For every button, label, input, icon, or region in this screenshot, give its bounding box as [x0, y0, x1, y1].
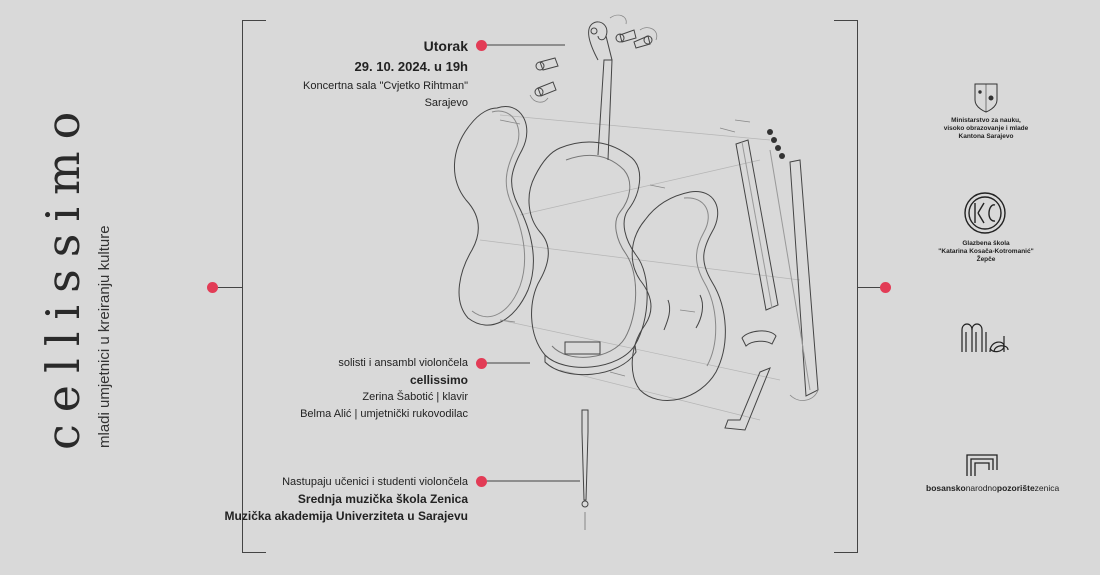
ensemble-line1: solisti i ansambl violončela [338, 357, 468, 369]
left-bracket-vertical [242, 20, 243, 553]
cello-back-plate [454, 106, 534, 326]
f-hole-left [663, 299, 671, 331]
theatre-word-pozoriste: pozorište [996, 483, 1035, 493]
ensemble-leader: Belma Alić | umjetnički rukovodilac [300, 408, 468, 420]
theatre-word-narodno: narodno [965, 483, 997, 493]
event-venue: Koncertna sala "Cvjetko Rihtman" [303, 80, 468, 92]
cello-neck [597, 59, 613, 161]
ensemble-piano: Zerina Šabotić | klavir [362, 391, 468, 403]
theatre-word-zenica: zenica [1034, 483, 1060, 493]
guide-lines [479, 114, 801, 421]
tuning-pegs [534, 29, 653, 97]
ensemble-info: solisti i ansambl violončela cellissimo … [300, 355, 468, 423]
right-marker-dot [880, 282, 891, 293]
cello-body-ribs [528, 141, 648, 368]
cello-endpin [581, 409, 589, 501]
performers-school: Srednja muzička škola Zenica [297, 492, 468, 506]
music-school-caption-line3: Žepče [976, 256, 996, 263]
ma-logo-icon [961, 323, 1009, 353]
left-bracket-tick [218, 287, 242, 288]
ministry-coat-of-arms-icon [974, 83, 998, 113]
music-school-caption-line2: "Katarina Kosača-Kotromanić" [938, 248, 1034, 255]
assembly-arrows [499, 14, 819, 401]
performers-marker-dot [476, 476, 487, 487]
theatre-caption: bosanskonarodnopozorištezenica [926, 483, 1059, 493]
ministry-caption-line1: Ministarstvo za nauku, [951, 117, 1021, 124]
cello-tailpiece [724, 367, 771, 431]
right-bracket-top [834, 20, 858, 21]
ministry-caption-line3: Kantona Sarajevo [958, 133, 1014, 140]
ministry-caption: Ministarstvo za nauku, visoko obrazovanj… [936, 117, 1036, 141]
string-pegs-dots [767, 129, 785, 159]
left-marker-dot [207, 282, 218, 293]
event-city: Sarajevo [424, 97, 468, 109]
ministry-caption-line2: visoko obrazovanje i mlade [943, 125, 1029, 132]
cello-scroll [588, 21, 608, 61]
right-bracket-bottom [834, 552, 858, 553]
music-school-caption-line1: Glazbena škola [962, 240, 1010, 247]
cello-bridge [741, 330, 777, 347]
performers-academy: Muzička akademija Univerziteta u Sarajev… [224, 509, 468, 523]
music-school-caption: Glazbena škola "Katarina Kosača-Kotroman… [936, 240, 1036, 264]
ensemble-marker-dot [476, 358, 487, 369]
event-datetime: 29. 10. 2024. u 19h [354, 59, 468, 74]
left-bracket-top [242, 20, 266, 21]
performers-info: Nastupaju učenici i studenti violončela … [225, 474, 468, 525]
left-bracket-bottom [242, 552, 266, 553]
fingerboard [735, 139, 779, 311]
event-day: Utorak [423, 38, 468, 54]
performers-line1: Nastupaju učenici i studenti violončela [282, 476, 468, 488]
right-bracket-vertical [857, 20, 858, 553]
theatre-logo-icon [966, 454, 998, 476]
event-marker-dot [476, 40, 487, 51]
music-school-logo-icon [964, 192, 1006, 234]
cello-top-plate [631, 191, 726, 401]
right-bracket-tick [858, 287, 882, 288]
f-hole-right [695, 294, 704, 329]
theatre-word-bosansko: bosansko [926, 483, 966, 493]
ensemble-name: cellissimo [409, 373, 468, 387]
event-info: Utorak 29. 10. 2024. u 19h Koncertna sal… [303, 36, 468, 112]
